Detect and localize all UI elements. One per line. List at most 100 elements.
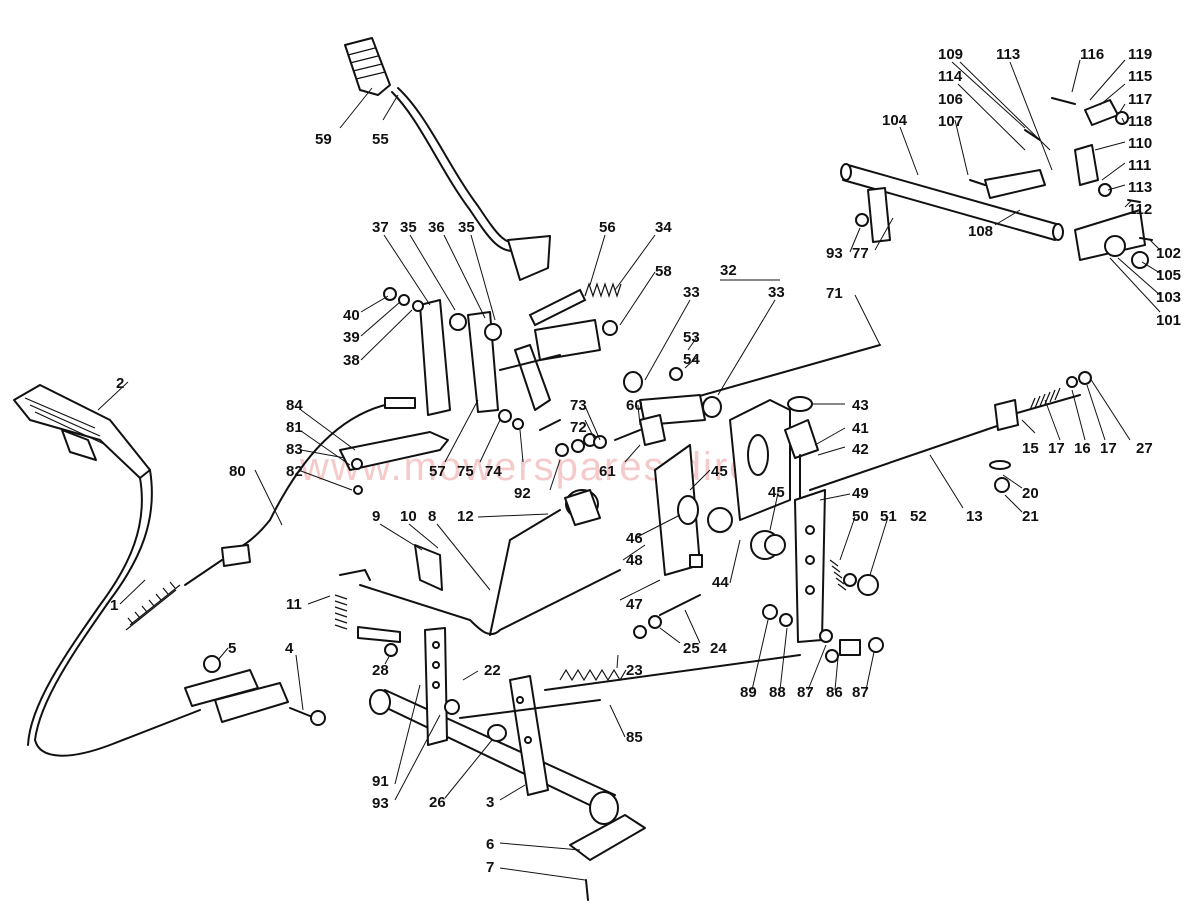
cable (125, 397, 416, 631)
callout-74: 74 (485, 463, 502, 480)
callout-59: 59 (315, 131, 332, 148)
callout-47: 47 (626, 596, 643, 613)
callout-7: 7 (486, 859, 494, 876)
callout-43: 43 (852, 397, 869, 414)
callout-57: 57 (429, 463, 446, 480)
callout-82: 82 (286, 463, 303, 480)
callout-87-right: 87 (852, 684, 869, 701)
callout-110: 110 (1128, 135, 1152, 152)
callout-38: 38 (343, 352, 360, 369)
callout-86: 86 (826, 684, 843, 701)
callout-40: 40 (343, 307, 360, 324)
callout-44: 44 (712, 574, 729, 591)
leader-lines (97, 59, 1161, 881)
callout-107: 107 (938, 113, 963, 130)
rod-71 (623, 344, 881, 446)
callout-92: 92 (514, 485, 531, 502)
callout-3: 3 (486, 794, 494, 811)
callout-2: 2 (116, 375, 124, 392)
callout-87-left: 87 (797, 684, 814, 701)
callout-108: 108 (968, 223, 993, 240)
callout-101: 101 (1156, 312, 1181, 329)
callout-45-left: 45 (711, 463, 728, 480)
callout-111: 111 (1128, 157, 1151, 174)
callout-93-upper: 93 (826, 245, 843, 262)
callout-10: 10 (400, 508, 417, 525)
fasteners-86-89 (762, 604, 884, 663)
callout-33-right: 33 (768, 284, 785, 301)
callout-11: 11 (286, 596, 302, 613)
rod-13 (809, 371, 1092, 493)
callout-20: 20 (1022, 485, 1039, 502)
callout-1: 1 (110, 597, 118, 614)
callout-53: 53 (683, 329, 700, 346)
callout-113-right: 113 (1128, 179, 1152, 196)
callout-119: 119 (1128, 46, 1152, 63)
callout-46: 46 (626, 530, 643, 547)
rod-8 (334, 544, 621, 657)
callout-25: 25 (683, 640, 700, 657)
callout-21: 21 (1022, 508, 1039, 525)
callout-16: 16 (1074, 440, 1091, 457)
callout-49: 49 (852, 485, 869, 502)
callout-116: 116 (1080, 46, 1104, 63)
callout-61: 61 (599, 463, 616, 480)
callout-35-left: 35 (400, 219, 417, 236)
callout-39: 39 (343, 329, 360, 346)
callout-37: 37 (372, 219, 389, 236)
callout-103: 103 (1156, 289, 1181, 306)
callout-105: 105 (1156, 267, 1181, 284)
callout-80: 80 (229, 463, 246, 480)
plate-46 (654, 444, 786, 576)
callout-22: 22 (484, 662, 501, 679)
callout-83: 83 (286, 441, 303, 458)
callout-32: 32 (720, 262, 737, 279)
callout-54: 54 (683, 351, 700, 368)
callout-12: 12 (457, 508, 474, 525)
callout-42: 42 (852, 441, 869, 458)
callout-35-right: 35 (458, 219, 475, 236)
callout-102: 102 (1156, 245, 1181, 262)
spring-50 (829, 559, 879, 596)
callout-26: 26 (429, 794, 446, 811)
callout-24: 24 (710, 640, 727, 657)
callout-81: 81 (286, 419, 303, 436)
callout-15: 15 (1022, 440, 1039, 457)
callout-106: 106 (938, 91, 963, 108)
callout-41: 41 (852, 420, 869, 437)
callout-28: 28 (372, 662, 389, 679)
callout-73: 73 (570, 397, 587, 414)
callout-13: 13 (966, 508, 983, 525)
callout-84: 84 (286, 397, 303, 414)
callout-114: 114 (938, 68, 963, 85)
pedal-assembly (13, 384, 289, 757)
callout-109: 109 (938, 46, 963, 63)
callout-55: 55 (372, 131, 389, 148)
callout-51: 51 (880, 508, 897, 525)
callout-50: 50 (852, 508, 869, 525)
pivot-41 (729, 396, 819, 521)
callout-117: 117 (1128, 91, 1152, 108)
callout-56: 56 (599, 219, 616, 236)
lever-49 (794, 489, 826, 643)
callout-85: 85 (626, 729, 643, 746)
callout-8: 8 (428, 508, 436, 525)
bracket-assembly (499, 319, 618, 411)
cross-shaft-104 (840, 97, 1153, 269)
hand-lever (344, 37, 587, 327)
callout-60: 60 (626, 397, 643, 414)
callout-104: 104 (882, 112, 908, 129)
callout-17-right: 17 (1100, 440, 1117, 457)
callout-45-right: 45 (768, 484, 785, 501)
plate-81 (339, 431, 449, 495)
callout-52: 52 (910, 508, 927, 525)
callout-75: 75 (457, 463, 474, 480)
plates-35-37 (383, 287, 502, 416)
callout-27: 27 (1136, 440, 1153, 457)
callout-93-lower: 93 (372, 795, 389, 812)
callout-88: 88 (769, 684, 786, 701)
callout-89: 89 (740, 684, 757, 701)
callout-4: 4 (285, 640, 294, 657)
callout-77: 77 (852, 245, 869, 262)
